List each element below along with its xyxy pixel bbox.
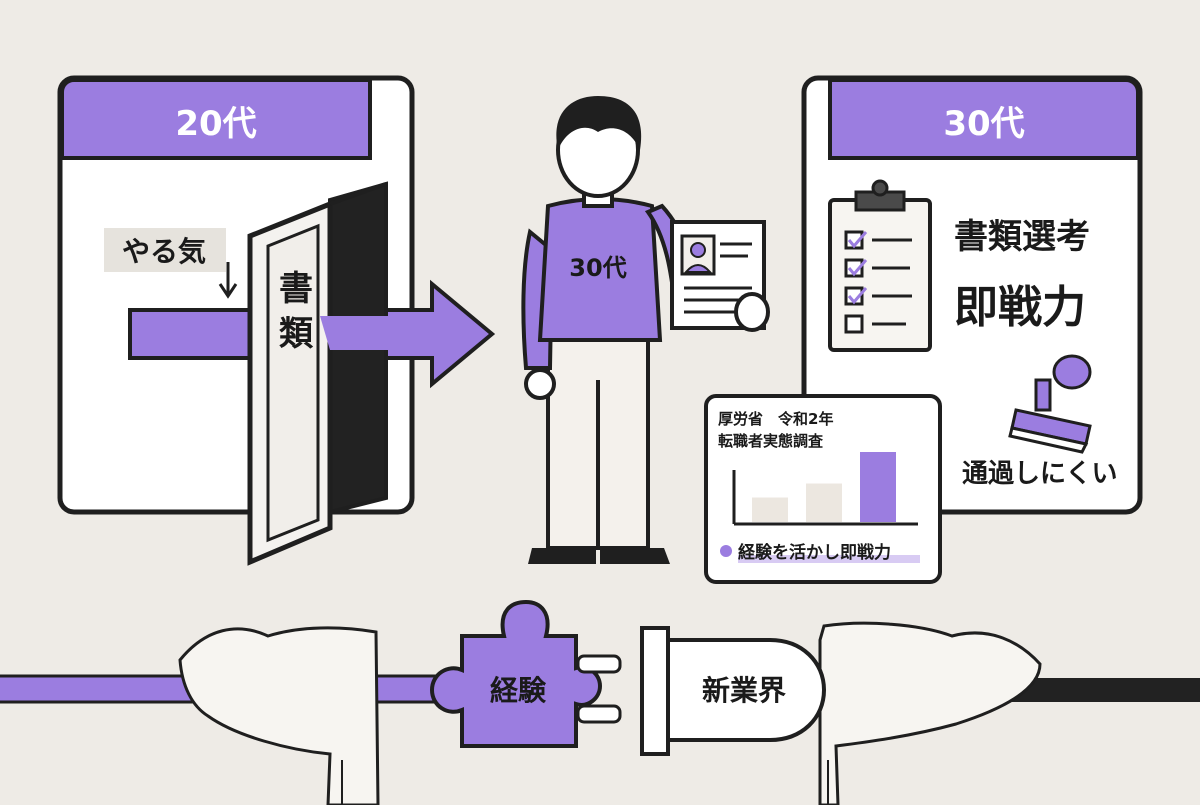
immediate-force-label: 即戦力 xyxy=(954,282,1086,333)
left-panel: 20代 やる気 xyxy=(57,75,415,515)
shirt-label: 30代 xyxy=(569,254,626,282)
socket-icon: 新業界 xyxy=(640,626,827,756)
left-panel-header: 20代 xyxy=(175,104,256,144)
stats-source-line1: 厚労省 令和2年 xyxy=(718,410,833,428)
stamp-icon xyxy=(1008,354,1092,454)
stats-bar xyxy=(752,497,788,522)
stats-bars xyxy=(752,452,896,522)
stats-bar xyxy=(860,452,896,522)
stats-source-line2: 転職者実態調査 xyxy=(718,432,824,450)
puzzle-piece-icon: 経験 xyxy=(429,599,603,748)
person-figure: 30代 xyxy=(521,96,705,564)
stats-card: 厚労省 令和2年 転職者実態調査 経験を活かし即戦力 xyxy=(704,394,942,584)
door-icon: 書 類 xyxy=(247,181,392,566)
left-hand-icon xyxy=(178,626,380,805)
clipboard-checklist-icon xyxy=(828,179,932,352)
down-arrow-icon xyxy=(218,262,238,299)
screening-label: 書類選考 xyxy=(954,217,1090,257)
plug-prong-top xyxy=(576,654,622,674)
stats-bar xyxy=(806,483,842,522)
door-label-2: 類 xyxy=(279,314,314,354)
legend-highlight xyxy=(738,555,920,563)
door-label-1: 書 xyxy=(279,269,313,309)
puzzle-label: 経験 xyxy=(490,674,547,707)
plug-prong-bottom xyxy=(576,704,622,724)
stamp-caption: 通過しにくい xyxy=(962,459,1117,489)
legend-dot-icon xyxy=(720,545,732,557)
motivation-label: やる気 xyxy=(122,235,206,268)
bottom-connector: 経験 新業界 xyxy=(0,599,1200,805)
stats-legend: 経験を活かし即戦力 xyxy=(738,542,891,563)
plug-label: 新業界 xyxy=(702,674,786,707)
right-panel-header: 30代 xyxy=(943,104,1024,144)
motivation-label-bg xyxy=(104,228,226,272)
right-hand-icon xyxy=(818,621,1042,805)
resume-icon xyxy=(670,220,770,332)
